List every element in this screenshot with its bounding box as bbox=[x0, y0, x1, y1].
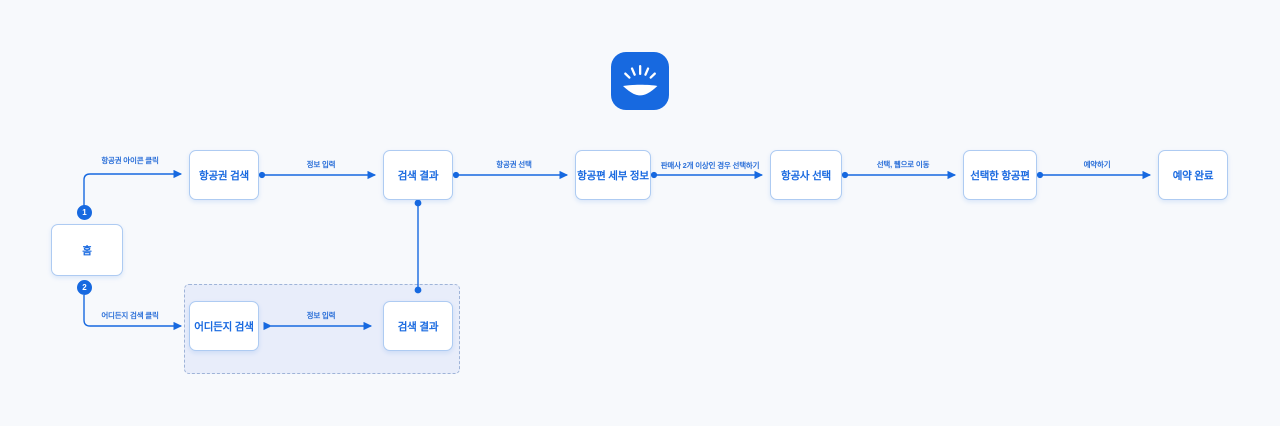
wire-home-to-ticket-search bbox=[83, 169, 183, 206]
edge-label-flight-detail-to-airline: 판매사 2개 이상인 경우 선택하기 bbox=[660, 161, 760, 170]
edge-label-anywhere-search-to-result: 정보 입력 bbox=[306, 311, 336, 320]
edge-label-chosen-flight-to-done: 예약하기 bbox=[1083, 160, 1111, 169]
edge-label-ticket-search-to-result: 정보 입력 bbox=[306, 160, 336, 169]
edge-label-home-to-ticket-search: 항공권 아이콘 클릭 bbox=[101, 156, 159, 165]
node-search-result-2[interactable]: 검색 결과 bbox=[383, 301, 453, 351]
step-badge-2[interactable]: 2 bbox=[77, 280, 92, 295]
node-anywhere-search[interactable]: 어디든지 검색 bbox=[189, 301, 259, 351]
edge-label-airline-to-chosen-flight: 선택, 웹으로 이동 bbox=[876, 160, 930, 169]
node-ticket-search[interactable]: 항공권 검색 bbox=[189, 150, 259, 200]
node-booking-done[interactable]: 예약 완료 bbox=[1158, 150, 1228, 200]
edge-label-result-to-flight-detail: 항공권 선택 bbox=[496, 160, 532, 169]
node-airline-select[interactable]: 항공사 선택 bbox=[770, 150, 842, 200]
sunrise-glyph-icon bbox=[623, 65, 658, 96]
node-flight-detail[interactable]: 항공편 세부 정보 bbox=[575, 150, 651, 200]
step-badge-1[interactable]: 1 bbox=[77, 205, 92, 220]
node-home[interactable]: 홈 bbox=[51, 224, 123, 276]
node-search-result-1[interactable]: 검색 결과 bbox=[383, 150, 453, 200]
edge-label-home-to-anywhere-search: 어디든지 검색 클릭 bbox=[101, 311, 159, 320]
sunrise-app-icon[interactable] bbox=[611, 52, 669, 110]
node-chosen-flight[interactable]: 선택한 항공편 bbox=[963, 150, 1037, 200]
